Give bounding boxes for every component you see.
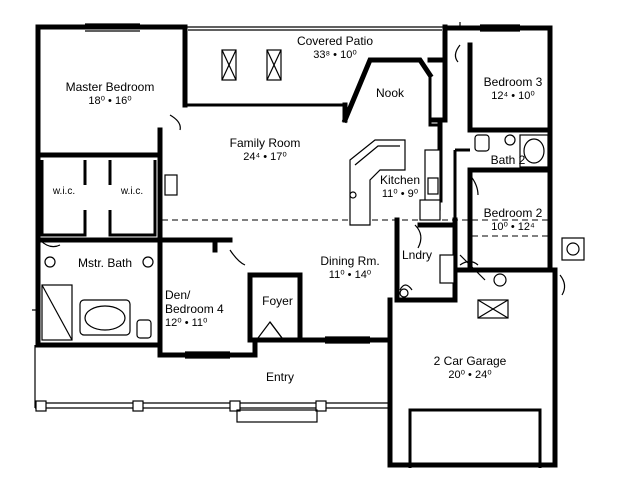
garage-label: 2 Car Garage 20⁰ • 24⁰ — [433, 354, 507, 381]
bath-fixtures — [41, 134, 585, 341]
bedroom-3-label: Bedroom 3 12⁴ • 10⁰ — [483, 75, 543, 102]
foyer-label: Foyer — [262, 294, 293, 308]
exterior-walls — [35, 24, 558, 468]
bedroom-2-label: Bedroom 2 10⁰ • 12⁴ — [483, 206, 543, 233]
skylights — [221, 49, 282, 81]
garage-door — [408, 408, 542, 468]
family-room-label: Family Room 24⁴ • 17⁰ — [229, 136, 301, 163]
master-bedroom-label: Master Bedroom 18⁰ • 16⁰ — [65, 80, 155, 107]
kitchen-label: Kitchen 11⁰ • 9⁰ — [379, 173, 421, 200]
den-label: Den/ Bedroom 4 12⁰ • 11⁰ — [165, 288, 224, 329]
wic-left-label: w.i.c. — [52, 186, 76, 197]
kitchen-counters — [349, 139, 441, 226]
nook-label: Nook — [375, 86, 404, 100]
master-bath-label: Mstr. Bath — [77, 256, 133, 270]
laundry-label: Lndry — [401, 248, 433, 262]
bath-2-label: Bath 2 — [490, 153, 526, 167]
front-porch — [34, 345, 390, 423]
laundry-details — [459, 254, 509, 319]
windows — [85, 23, 520, 359]
entry-label: Entry — [265, 370, 294, 384]
dining-room-label: Dining Rm. 11⁰ • 14⁰ — [320, 254, 380, 281]
wic-right-label: w.i.c. — [120, 186, 144, 197]
doors — [39, 44, 566, 339]
covered-patio-label: Covered Patio 33⁸ • 10⁰ — [296, 34, 374, 61]
